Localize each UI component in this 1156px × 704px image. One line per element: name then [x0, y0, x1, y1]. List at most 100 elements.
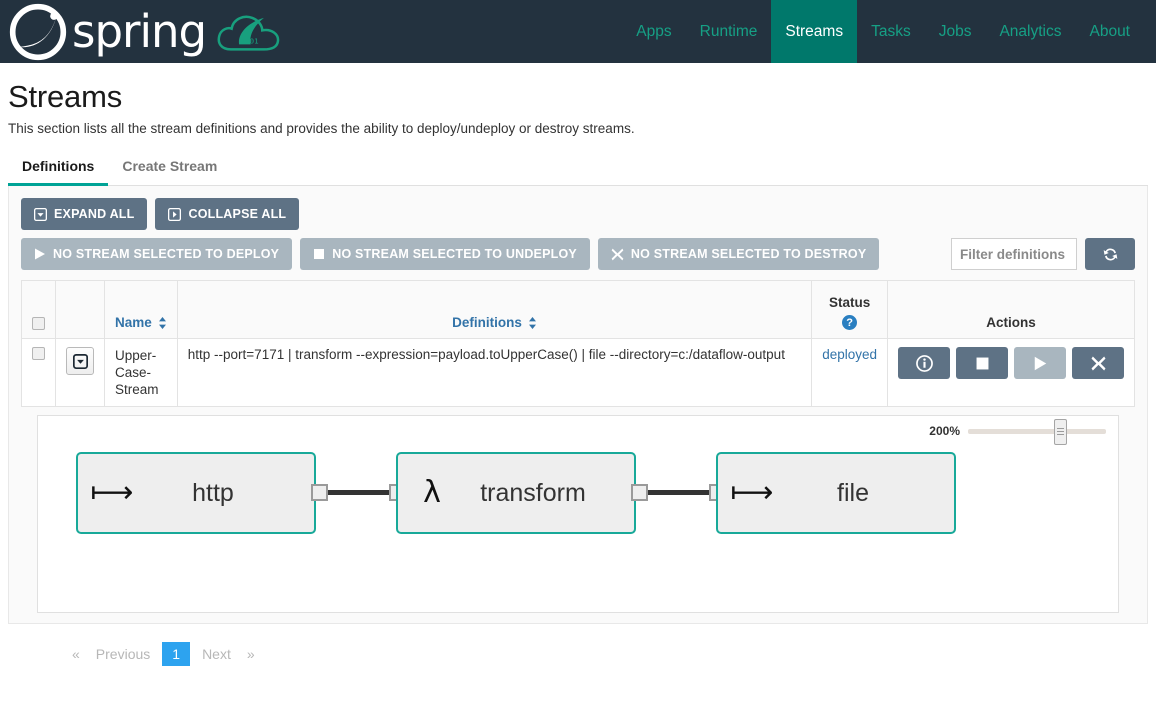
- destroy-button[interactable]: [1072, 347, 1124, 379]
- row-name-cell: Upper-Case-Stream: [104, 338, 178, 407]
- pagination-page-1[interactable]: 1: [162, 642, 191, 666]
- status-column-header: Status ?: [811, 280, 888, 339]
- zoom-slider-handle[interactable]: [1053, 418, 1067, 445]
- actions-column-label: Actions: [986, 315, 1036, 330]
- zoom-slider[interactable]: [968, 418, 1106, 445]
- table-row: Upper-Case-Stream http --port=7171 | tra…: [21, 338, 1135, 407]
- stop-icon: [314, 249, 325, 259]
- page-subtitle: This section lists all the stream defini…: [8, 121, 635, 136]
- connector-http-transform: [328, 490, 389, 495]
- flow-node-transform-label: transform: [480, 478, 586, 507]
- sort-icon: [158, 316, 166, 329]
- deploy-button[interactable]: [1014, 347, 1066, 379]
- nav-item-about[interactable]: About: [1089, 22, 1130, 40]
- status-column-label: Status: [828, 295, 871, 310]
- table-header-row: Name Definitions: [21, 280, 1135, 339]
- flow-node-file[interactable]: ⟼ file: [716, 452, 956, 534]
- expand-all-label: EXPAND ALL: [54, 207, 135, 221]
- tab-definitions[interactable]: Definitions: [8, 150, 109, 186]
- stream-flow-canvas[interactable]: 200% ⟼ http λ trans: [37, 415, 1119, 613]
- definitions-column-label: Definitions: [452, 315, 522, 330]
- nav-item-jobs[interactable]: Jobs: [938, 22, 972, 40]
- row-select-checkbox[interactable]: [32, 347, 45, 360]
- flow-node-transform[interactable]: λ transform: [396, 452, 636, 534]
- sink-arrow-icon: ⟼: [730, 475, 774, 510]
- nav-item-streams[interactable]: Streams: [771, 0, 858, 63]
- nav-item-tasks[interactable]: Tasks: [871, 22, 911, 40]
- nav-item-runtime[interactable]: Runtime: [699, 22, 758, 40]
- expand-collapse-row: EXPAND ALL COLLAPSE ALL: [21, 198, 1135, 230]
- refresh-button[interactable]: [1085, 238, 1135, 270]
- pagination-next[interactable]: Next: [202, 646, 231, 662]
- times-icon: [611, 248, 624, 260]
- row-select-cell: [21, 338, 56, 407]
- actions-column-header: Actions: [887, 280, 1135, 339]
- info-icon: [915, 354, 933, 372]
- table-body: Upper-Case-Stream http --port=7171 | tra…: [21, 338, 1135, 407]
- top-navbar: spring 0101 Apps Runtime Streams Tasks J…: [0, 0, 1156, 63]
- toolbar-spacer: [887, 238, 943, 270]
- tab-create-stream[interactable]: Create Stream: [122, 158, 218, 174]
- select-all-header: [21, 280, 56, 339]
- flow-node-http-label: http: [192, 478, 234, 507]
- row-definition-cell: http --port=7171 | transform --expressio…: [176, 338, 813, 407]
- name-column-header[interactable]: Name: [104, 280, 178, 339]
- flow-node-http[interactable]: ⟼ http: [76, 452, 316, 534]
- caret-square-down-icon: [72, 353, 88, 369]
- zoom-control: 200%: [929, 418, 1106, 445]
- deploy-streams-label: NO STREAM SELECTED TO DEPLOY: [53, 247, 280, 261]
- refresh-icon: [1103, 248, 1117, 260]
- output-port-transform[interactable]: [631, 484, 648, 501]
- pagination-prev-symbol[interactable]: «: [72, 646, 80, 662]
- select-all-checkbox[interactable]: [32, 317, 45, 330]
- brand-wordmark: spring: [72, 5, 207, 58]
- nav-item-analytics[interactable]: Analytics: [999, 22, 1062, 40]
- tab-bar: Definitions Create Stream: [8, 150, 1148, 186]
- dataflow-cloud-logo-icon: 0101: [217, 15, 280, 51]
- flow-graph: ⟼ http λ transform ⟼ file: [38, 452, 1118, 592]
- name-column-label: Name: [115, 315, 152, 330]
- undeploy-streams-button[interactable]: NO STREAM SELECTED TO UNDEPLOY: [300, 238, 590, 270]
- brand-logo[interactable]: spring 0101: [0, 0, 284, 63]
- output-port-http[interactable]: [311, 484, 328, 501]
- row-action-buttons: [898, 347, 1124, 379]
- page-content: Streams This section lists all the strea…: [0, 79, 1156, 666]
- info-button[interactable]: [898, 347, 950, 379]
- pagination-next-symbol[interactable]: »: [246, 646, 255, 662]
- spring-leaf-logo-icon: [9, 3, 67, 60]
- row-expand-cell: [55, 338, 105, 407]
- times-icon: [1091, 356, 1105, 370]
- bulk-action-row: NO STREAM SELECTED TO DEPLOY NO STREAM S…: [21, 238, 1135, 270]
- pagination-previous[interactable]: Previous: [95, 646, 151, 662]
- caret-square-down-icon: [34, 207, 47, 221]
- stream-definitions-table: Name Definitions: [21, 280, 1135, 407]
- expand-column-header: [55, 280, 105, 339]
- source-arrow-icon: ⟼: [90, 475, 134, 510]
- row-definition-text: http --port=7171 | transform --expressio…: [187, 347, 785, 362]
- expand-all-button[interactable]: EXPAND ALL: [21, 198, 148, 230]
- destroy-streams-label: NO STREAM SELECTED TO DESTROY: [630, 247, 867, 261]
- lambda-processor-icon: λ: [423, 475, 441, 510]
- connector-transform-file: [648, 490, 709, 495]
- svg-text:0101: 0101: [241, 36, 259, 45]
- undeploy-button[interactable]: [956, 347, 1008, 379]
- destroy-streams-button[interactable]: NO STREAM SELECTED TO DESTROY: [597, 238, 880, 270]
- row-expand-toggle[interactable]: [66, 347, 94, 375]
- status-badge[interactable]: deployed: [822, 347, 877, 362]
- table-header: Name Definitions: [21, 280, 1135, 339]
- sort-icon: [528, 316, 536, 329]
- main-nav: Apps Runtime Streams Tasks Jobs Analytic…: [622, 0, 1156, 63]
- definitions-panel: EXPAND ALL COLLAPSE ALL NO STREAM SELECT…: [8, 186, 1148, 624]
- deploy-streams-button[interactable]: NO STREAM SELECTED TO DEPLOY: [21, 238, 293, 270]
- play-icon: [35, 248, 45, 260]
- caret-square-right-icon: [168, 207, 182, 221]
- row-actions-cell: [887, 338, 1135, 407]
- nav-item-apps[interactable]: Apps: [636, 22, 672, 40]
- play-icon: [1034, 356, 1046, 370]
- status-help-icon[interactable]: ?: [842, 315, 858, 330]
- filter-definitions-input[interactable]: [951, 238, 1077, 270]
- flow-node-file-label: file: [837, 478, 869, 507]
- definitions-column-header[interactable]: Definitions: [176, 280, 813, 339]
- row-status-cell: deployed: [811, 338, 888, 407]
- collapse-all-button[interactable]: COLLAPSE ALL: [155, 198, 300, 230]
